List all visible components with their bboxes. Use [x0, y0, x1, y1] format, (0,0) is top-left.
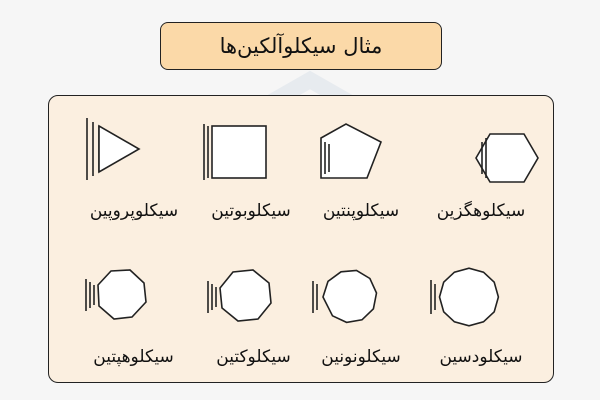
cyclooctyne-structure-icon: [207, 269, 272, 322]
molecule-cyclopentyne: سیکلوپنتین: [301, 108, 421, 228]
molecule-label: سیکلونونین: [321, 347, 401, 367]
cyclononyne-structure-icon: [312, 269, 378, 324]
molecule-cyclononyne: سیکلونونین: [301, 251, 421, 376]
cyclopentyne-structure-icon: [320, 123, 383, 179]
cyclodecyne-structure-icon: [430, 267, 500, 327]
molecule-label: سیکلوکتین: [216, 347, 291, 367]
molecule-label: سیکلوپروپین: [89, 201, 179, 221]
molecule-label: سیکلوپنتین: [322, 201, 400, 221]
cycloheptyne-structure-icon: [85, 269, 147, 320]
molecule-cyclopropyne: سیکلوپروپین: [79, 108, 199, 228]
molecule-cyclooctyne: سیکلوکتین: [196, 251, 311, 376]
molecule-cycloheptyne: سیکلوهپتین: [74, 251, 199, 376]
molecule-label: سیکلوهپتین: [93, 347, 174, 367]
molecule-label: سیکلوبوتین: [211, 201, 291, 221]
examples-panel: سیکلوهگزین سیکلوپنتین سیکلوبوتین سیکلوپر…: [48, 95, 554, 383]
molecule-cyclodecyne: سیکلودسین: [421, 251, 541, 376]
molecule-label: سیکلوهگزین: [436, 201, 526, 221]
molecule-label: سیکلودسین: [439, 347, 523, 367]
page-title: مثال سیکلوآلکین‌ها: [160, 22, 442, 70]
cyclohexyne-structure-icon: [475, 133, 539, 183]
molecule-cyclohexyne: سیکلوهگزین: [421, 108, 541, 228]
cyclobutyne-structure-icon: [203, 124, 267, 180]
cyclopropyne-structure-icon: [86, 118, 141, 180]
molecule-cyclobutyne: سیکلوبوتین: [196, 108, 306, 228]
